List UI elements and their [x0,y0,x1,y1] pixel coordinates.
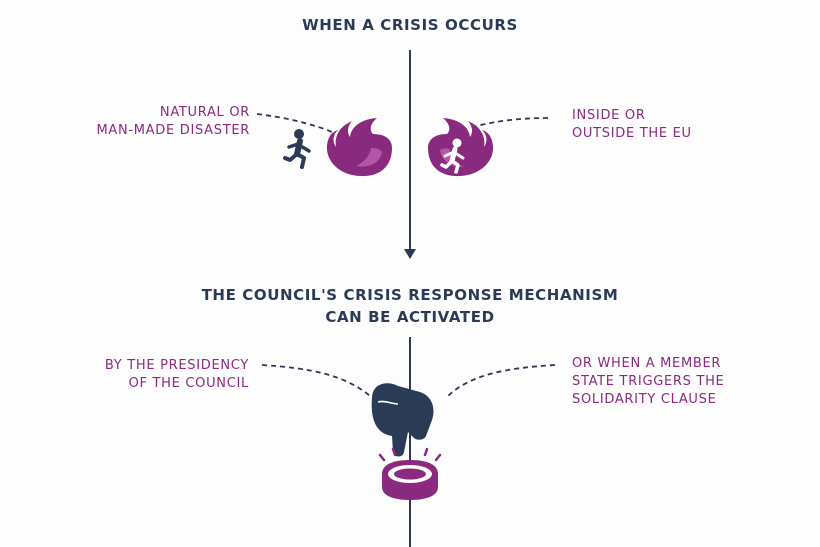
label-line: MAN-MADE DISASTER [96,123,250,138]
dashed-connector-top-left [256,113,333,133]
label-line: SOLIDARITY CLAUSE [572,392,717,407]
running-person-icon [440,138,465,174]
label-line: STATE TRIGGERS THE [572,374,725,389]
dashed-connector-bottom-right [447,364,556,397]
dashed-connector-bottom-left [261,364,371,397]
label-line: OF THE COUNCIL [128,376,249,391]
label-line: BY THE PRESIDENCY [104,358,249,373]
label-line: OUTSIDE THE EU [572,126,692,141]
label-inside-outside-eu: INSIDE OR OUTSIDE THE EU [572,107,692,143]
label-presidency: BY THE PRESIDENCY OF THE COUNCIL [105,357,249,393]
arrow-head-icon [404,249,416,259]
flame-icon [428,118,494,177]
label-natural-disaster: NATURAL OR MAN-MADE DISASTER [96,104,250,140]
dashed-connector-top-right [469,117,549,129]
label-line: OR WHEN A MEMBER [572,356,722,371]
flame-icon [326,118,392,177]
button-icon [378,447,442,500]
running-person-icon [283,129,311,169]
label-line: INSIDE OR [572,108,646,123]
heading-line: CAN BE ACTIVATED [325,308,495,326]
label-line: NATURAL OR [159,105,250,120]
top-heading: WHEN A CRISIS OCCURS [302,16,518,34]
pointing-hand-icon [371,383,434,457]
label-solidarity-clause: OR WHEN A MEMBER STATE TRIGGERS THE SOLI… [572,355,724,409]
heading-line: THE COUNCIL'S CRISIS RESPONSE MECHANISM [201,286,619,304]
bottom-heading: THE COUNCIL'S CRISIS RESPONSE MECHANISM … [0,284,820,328]
